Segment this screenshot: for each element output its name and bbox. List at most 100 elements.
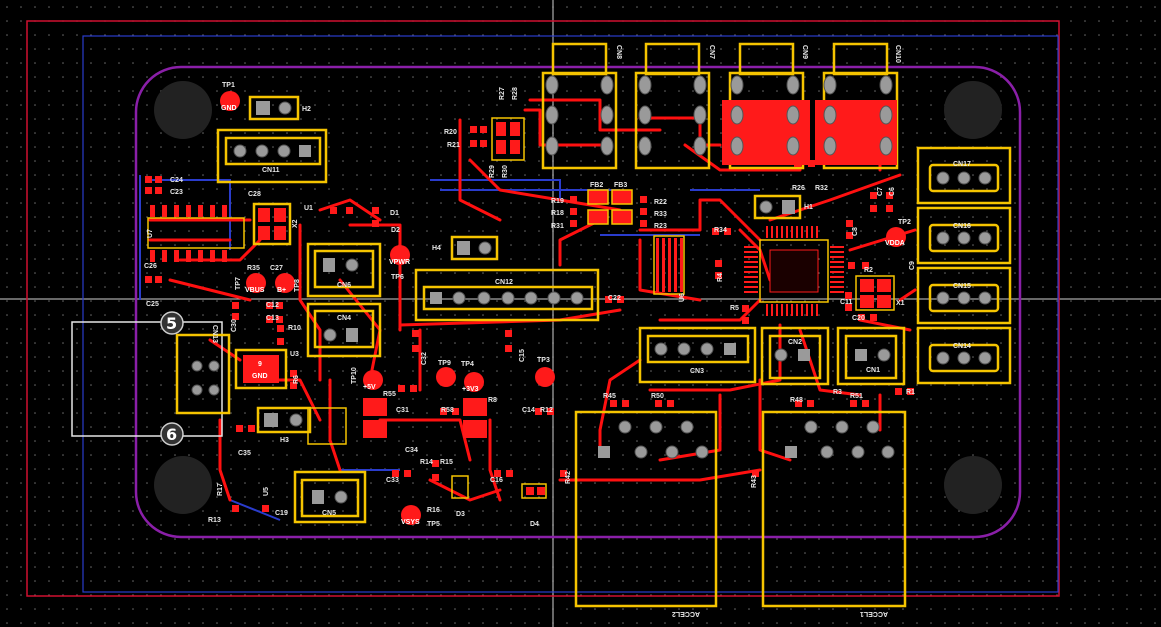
label-r29: R29 <box>489 165 496 178</box>
test-point-tp8[interactable]: B+ TP8 <box>275 273 301 294</box>
label-u5: U5 <box>263 487 270 496</box>
connector-cn6[interactable]: CN6 <box>306 242 382 298</box>
header-h2[interactable]: H2 <box>248 95 311 121</box>
diode-d4[interactable] <box>521 483 547 499</box>
tp4-net: +3V3 <box>462 386 479 393</box>
label-c12: C12 <box>266 302 279 309</box>
label-c8: C8 <box>852 227 859 236</box>
h1-label: H1 <box>804 204 813 211</box>
regulator-u-left[interactable] <box>307 407 347 445</box>
connector-cn11[interactable]: CN11 <box>216 128 328 184</box>
label-c13: C13 <box>266 315 279 322</box>
tp8-label: TP8 <box>294 279 301 292</box>
accel2-label: ACCEL2 <box>672 610 700 617</box>
connector-cn1[interactable]: CN1 <box>836 326 906 386</box>
marker-6-label: 6 <box>166 425 177 444</box>
label-c22: C22 <box>608 295 621 302</box>
jack-connector-cn9[interactable]: CN9 <box>722 42 810 170</box>
jack-connector-cn10[interactable]: CN10 <box>815 42 901 170</box>
label-d3: D3 <box>456 511 465 518</box>
x2-label: X2 <box>292 219 299 228</box>
header-h1[interactable]: H1 <box>753 194 813 220</box>
label-c27: C27 <box>270 265 283 272</box>
fb2-label: FB2 <box>590 182 603 189</box>
test-point-tp2[interactable]: VDDA TP2 <box>885 219 911 247</box>
label-r50: R50 <box>651 393 664 400</box>
label-r51: R51 <box>850 393 863 400</box>
connector-cn17[interactable]: CN17 <box>916 146 1012 205</box>
rj45-accel1[interactable]: ACCEL1 <box>761 410 907 617</box>
test-point-tp5[interactable]: VSYS TP5 <box>401 505 440 528</box>
test-point-tp6[interactable]: VPWR TP6 <box>389 245 410 281</box>
tp2-net: VDDA <box>885 240 905 247</box>
tp10-net: +5V <box>363 384 376 391</box>
label-r26: R26 <box>792 185 805 192</box>
inductor-l1[interactable] <box>363 398 387 438</box>
tp7-label: TP7 <box>235 277 242 290</box>
test-point-tp1[interactable]: GND TP1 <box>220 82 240 112</box>
label-c24: C24 <box>170 177 183 184</box>
mounting-hole-bl <box>154 456 212 514</box>
label-r17: R17 <box>217 483 224 496</box>
ic-array-left[interactable] <box>653 235 685 295</box>
label-r2: R2 <box>864 267 873 274</box>
cn14-label: CN14 <box>953 343 971 350</box>
label-c28: C28 <box>248 191 261 198</box>
test-point-tp4[interactable]: +3V3 TP4 <box>461 361 484 393</box>
mounting-hole-tr <box>944 81 1002 139</box>
mounting-hole-tl <box>154 81 212 139</box>
accel1-label: ACCEL1 <box>860 610 888 617</box>
jack-connector-cn8[interactable]: CN8 <box>541 42 622 170</box>
label-r33: R33 <box>654 211 667 218</box>
label-r27: R27 <box>499 87 506 100</box>
test-point-tp9[interactable]: TP9 <box>436 360 456 387</box>
mcu-u6[interactable] <box>744 226 844 316</box>
label-r4: R4 <box>717 273 724 282</box>
ic-u7[interactable]: U7 <box>147 205 245 262</box>
tp1-net: GND <box>221 105 237 112</box>
label-c32: C32 <box>421 352 428 365</box>
keepout-outline <box>26 20 1060 597</box>
label-r12: R12 <box>540 407 553 414</box>
connector-cn13[interactable]: CN13 <box>71 321 231 437</box>
test-point-tp10[interactable]: +5V TP10 <box>351 367 383 391</box>
cn13-label: CN13 <box>211 325 218 343</box>
tp9-label: TP9 <box>438 360 451 367</box>
rj45-accel2[interactable]: ACCEL2 <box>574 410 718 617</box>
ic-u3[interactable]: 9 GND U3 <box>234 348 299 390</box>
connector-cn4[interactable]: CN4 <box>306 302 382 358</box>
crystal-x2[interactable]: X2 <box>252 202 299 246</box>
cn2-label: CN2 <box>788 339 802 346</box>
connector-cn12[interactable]: CN12 <box>414 268 600 322</box>
jack-connector-cn7[interactable]: CN7 <box>634 42 715 170</box>
header-h4[interactable]: H4 <box>432 235 499 261</box>
label-c33: C33 <box>386 477 399 484</box>
tp6-net: VPWR <box>389 259 410 266</box>
test-point-tp7[interactable]: VBUS TP7 <box>235 273 266 294</box>
connector-cn14[interactable]: CN14 <box>916 326 1012 385</box>
cn17-label: CN17 <box>953 161 971 168</box>
test-point-tp3[interactable]: TP3 <box>535 357 555 387</box>
label-r48: R48 <box>790 397 803 404</box>
u7-label: U7 <box>147 229 154 238</box>
resistor-array-r27-r30[interactable] <box>491 117 525 161</box>
inductor-l2[interactable] <box>463 398 487 438</box>
ferrite-pads[interactable]: FB2 FB3 <box>587 182 633 225</box>
connector-cn5[interactable]: CN5 <box>293 470 367 524</box>
label-u6: U6 <box>679 293 686 302</box>
cn7-label: CN7 <box>708 45 715 59</box>
diode-d3[interactable] <box>451 475 469 499</box>
mounting-hole-br <box>944 456 1002 514</box>
u3-gnd-label: GND <box>252 373 268 380</box>
cn11-label: CN11 <box>262 167 280 174</box>
connector-cn2[interactable]: CN2 <box>760 326 830 386</box>
connector-cn3[interactable]: CN3 <box>638 326 757 384</box>
crystal-x1[interactable]: X1 <box>855 275 905 311</box>
connector-cn16[interactable]: CN16 <box>916 206 1012 265</box>
label-c7: C7 <box>877 187 884 196</box>
label-r10: R10 <box>288 325 301 332</box>
connector-cn15[interactable]: CN15 <box>916 266 1012 325</box>
header-h3[interactable]: H3 <box>256 406 312 444</box>
cn3-label: CN3 <box>690 368 704 375</box>
